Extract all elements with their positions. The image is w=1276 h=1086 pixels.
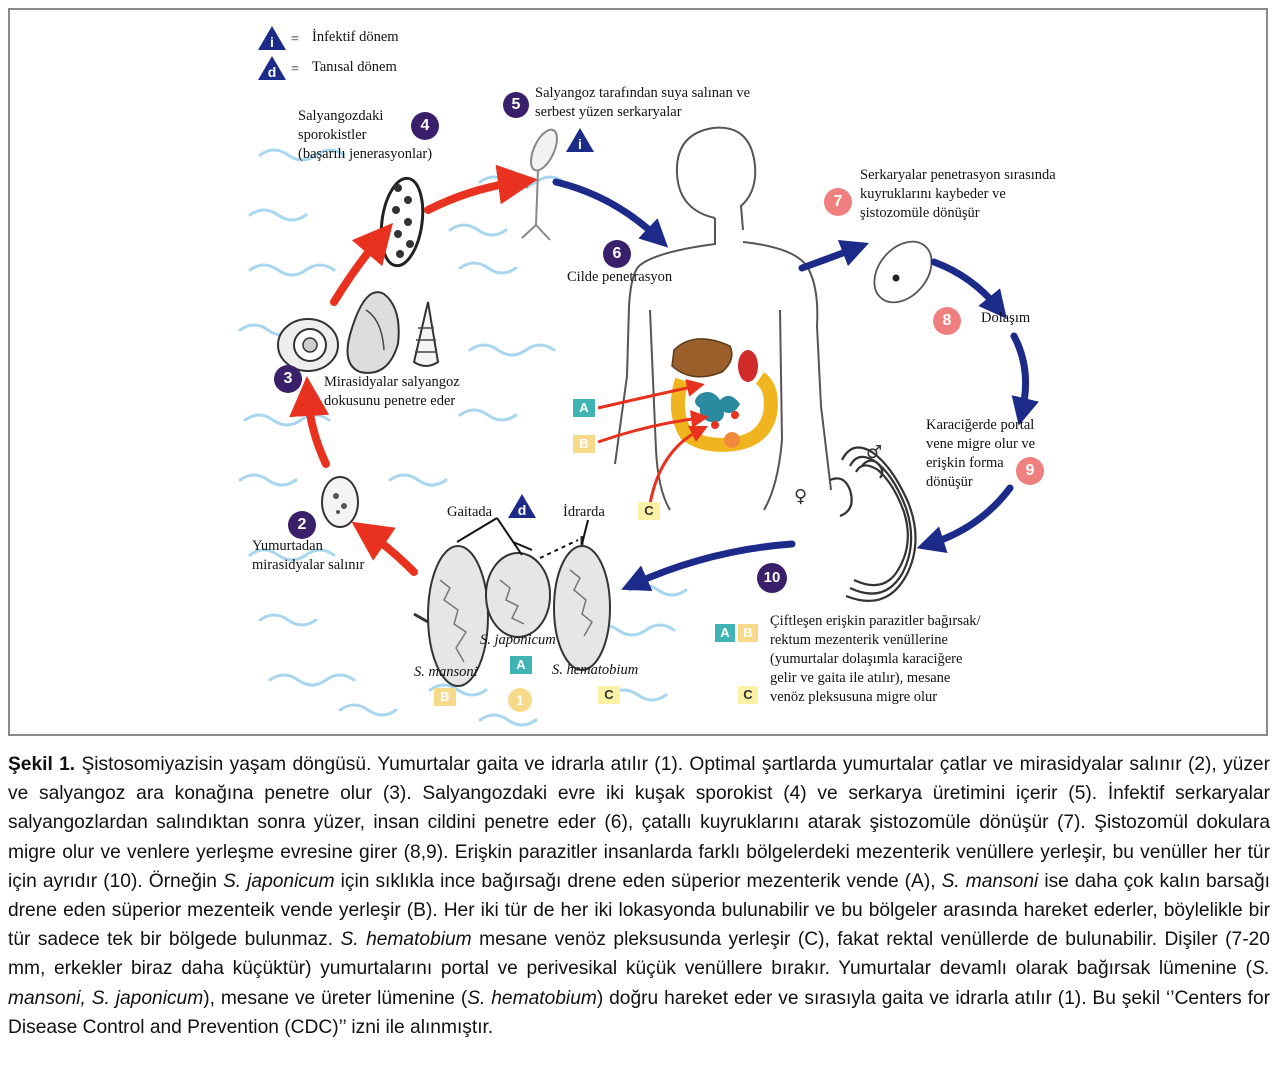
site-c-box: C [638, 502, 660, 520]
caption-text-2: için sıklıkla ince bağırsağı drene eden … [334, 870, 942, 892]
stage10-site-c-box: C [738, 686, 758, 704]
stage3-label: Mirasidyalar salyangoz dokusunu penetre … [324, 374, 460, 409]
human-body-outline [614, 126, 832, 511]
miracidium-illustration [321, 476, 359, 528]
stage-10-badge: 10 [757, 563, 787, 593]
egg-grouping-lines [456, 517, 589, 559]
caption-text-5: ), mesane ve üreter lümenine ( [203, 987, 468, 1009]
s-mansoni-label: S. mansoni [414, 664, 478, 680]
caption-species-4: S. mansoni, S. japonicum [8, 958, 1270, 1009]
stage10-site-b-box: B [738, 624, 758, 642]
egg-s-japonicum [485, 552, 551, 638]
arrow-miracidium-to-snail [289, 376, 330, 468]
stage7-label: Serkaryalar penetrasyon sırasında kuyruk… [860, 167, 1056, 221]
svg-text:i: i [578, 136, 582, 152]
figure-caption: Şekil 1. Şistosomiyazisin yaşam döngüsü.… [8, 750, 1270, 1042]
svg-text:d: d [268, 64, 277, 80]
red-arrows [289, 164, 538, 576]
stage10-label: Çiftleşen erişkin parazitler bağırsak/ r… [770, 613, 981, 705]
arrow-adults-to-eggs [621, 540, 796, 592]
arrow-liver-to-adults [916, 484, 1014, 554]
snails-illustration [277, 291, 440, 374]
svg-text:=: = [291, 62, 299, 77]
caption-species-3: S. hematobium [340, 929, 472, 951]
arrow-schistosomulum-circulation [930, 258, 1007, 319]
stage-7-badge: 7 [824, 188, 852, 216]
caption-text-6: ) doğru hareket eder ve sırasıyla gaita … [8, 987, 1270, 1038]
stage-2-badge: 2 [288, 511, 316, 539]
lifecycle-diagram: i = d = i d [238, 26, 1039, 727]
legend-diagnostic-label: Tanısal dönem [312, 59, 397, 75]
stage5-label: Salyangoz tarafından suya salınan ve ser… [535, 85, 751, 120]
stage-9-badge: 9 [1016, 457, 1044, 485]
stage-5-badge: 5 [503, 92, 529, 118]
caption-species-2: S. mansoni [941, 870, 1039, 892]
site-arrows [597, 379, 709, 505]
stage6-label: Cilde penetrasyon [567, 269, 673, 285]
arrow-sporocyst-to-cercaria [424, 164, 538, 214]
egg-s-hematobium [553, 536, 611, 671]
egg-site-c-box: C [598, 686, 620, 704]
svg-text:i: i [270, 34, 274, 50]
human-organs [670, 338, 778, 452]
sporocyst-illustration [379, 176, 425, 268]
caption-text-4: mesane venöz pleksusunda yerleşir (C), f… [8, 929, 1270, 980]
caption-prefix: Şekil 1. [8, 754, 76, 775]
arrow-circulation-to-liver [1010, 332, 1039, 426]
svg-text:d: d [518, 502, 527, 518]
schistosomulum-illustration [873, 240, 933, 304]
stage-1-badge: 1 [508, 688, 532, 712]
egg-site-b-box: B [434, 688, 456, 706]
arrow-cercaria-to-skin [552, 178, 669, 248]
stage8-label: Dolaşım [981, 310, 1031, 326]
legend-infective-label: İnfektif dönem [312, 29, 399, 45]
caption-species-5: S. hematobium [467, 987, 597, 1009]
svg-text:=: = [291, 32, 299, 47]
female-symbol: ♀ [794, 486, 808, 507]
arrow-egg-to-miracidium [351, 521, 418, 576]
stage10-site-a-box: A [715, 624, 735, 642]
caption-text-1: Şistosomiyazisin yaşam döngüsü. Yumurtal… [8, 754, 1270, 892]
arrow-skin-to-schistosomulum [798, 239, 870, 272]
male-symbol: ♂ [866, 442, 883, 463]
idrarda-label: İdrarda [563, 504, 605, 520]
egg-s-mansoni [413, 545, 489, 687]
legend-infective-icon: i [258, 26, 286, 50]
caption-species-1: S. japonicum [222, 870, 335, 892]
stage-6-badge: 6 [603, 240, 631, 268]
arrow-snail-to-sporocyst [330, 222, 394, 306]
water-waves [238, 148, 688, 727]
diagnostic-stage-marker: d [508, 494, 536, 518]
infective-stage-marker: i [566, 128, 594, 152]
blue-arrows [552, 178, 1039, 592]
legend-diagnostic-icon: d [258, 56, 286, 80]
s-hematobium-label: S. hematobium [552, 662, 639, 678]
gaitada-label: Gaitada [447, 504, 493, 520]
stage2-label: Yumurtadan mirasidyalar salınır [252, 538, 365, 573]
site-b-box: B [573, 435, 595, 453]
caption-text-3: ise daha çok kalın barsağı drene eden sü… [8, 870, 1271, 951]
stage-4-badge: 4 [411, 112, 439, 140]
adult-worms-illustration [829, 446, 917, 602]
s-japonicum-label: S. japonicum [480, 632, 556, 648]
site-a-box: A [573, 399, 595, 417]
stage9-label: Karaciğerde portal vene migre olur ve er… [926, 417, 1036, 490]
stage-8-badge: 8 [933, 307, 961, 335]
egg-site-a-box: A [510, 656, 532, 674]
stage4-label: Salyangozdaki sporokistler (başarılı jen… [298, 108, 433, 162]
lifecycle-figure: i = d = i d [8, 8, 1268, 736]
stage-3-badge: 3 [274, 365, 302, 393]
